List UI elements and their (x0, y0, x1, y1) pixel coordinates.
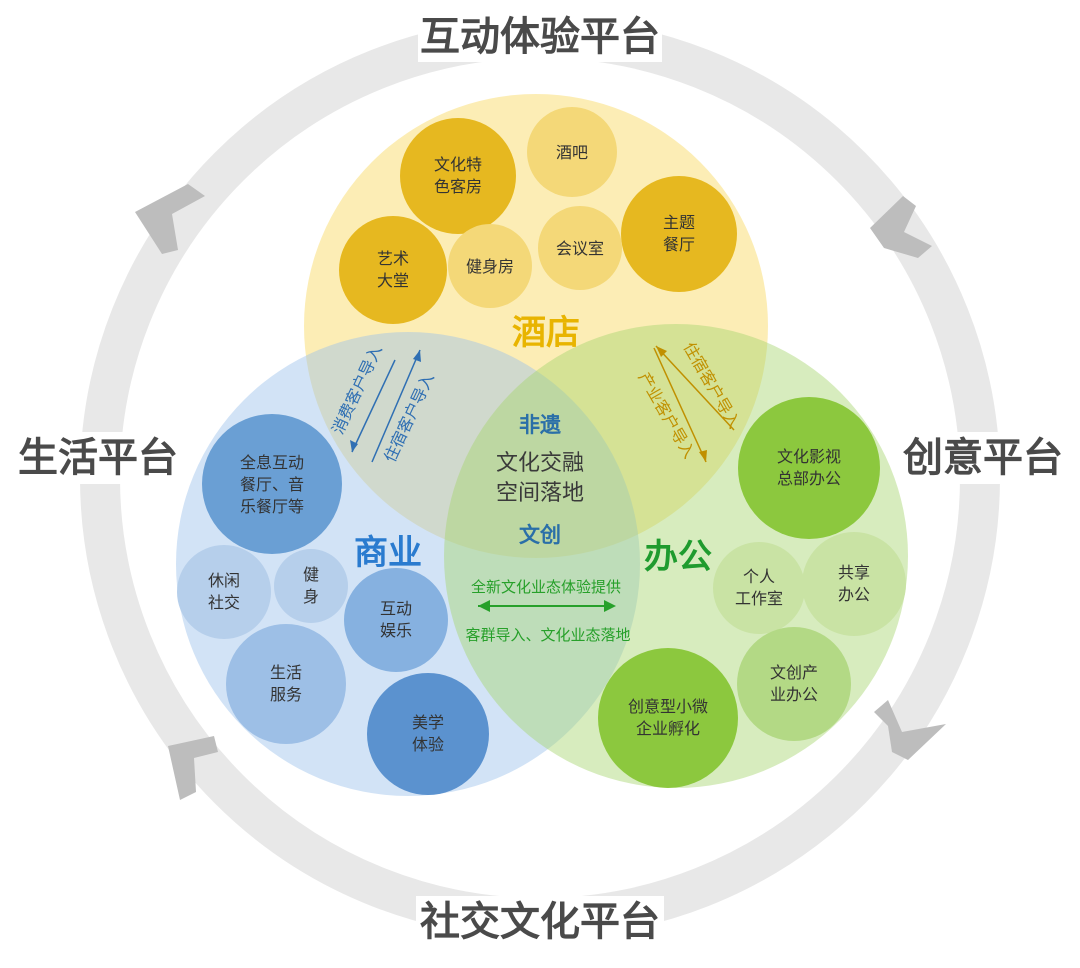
bubble-gym: 健身房 (448, 224, 532, 308)
svg-text:创意型小微: 创意型小微 (628, 697, 708, 716)
hotel-label: 酒店 (512, 313, 580, 353)
bubble-hotel-room: 文化特 色客房 (400, 118, 516, 234)
center-line-2: 空间落地 (496, 481, 584, 506)
svg-text:总部办公: 总部办公 (777, 469, 841, 488)
svg-text:业办公: 业办公 (770, 685, 818, 704)
svg-text:休闲: 休闲 (208, 571, 240, 590)
svg-text:艺术: 艺术 (377, 249, 409, 268)
svg-text:企业孵化: 企业孵化 (636, 719, 700, 738)
svg-text:文创产: 文创产 (770, 663, 818, 682)
bottom-flow: 全新文化业态体验提供 客群导入、文化业态落地 (465, 578, 630, 644)
svg-text:大堂: 大堂 (377, 271, 409, 290)
bubble-leisure: 休闲 社交 (177, 545, 271, 639)
svg-text:健: 健 (303, 565, 319, 584)
platform-right-label: 创意平台 (903, 435, 1063, 481)
platform-top-bg (418, 12, 662, 62)
svg-text:美学: 美学 (412, 713, 444, 732)
svg-text:色客房: 色客房 (434, 177, 482, 196)
chevron-up-right-icon (135, 184, 205, 254)
chevron-down-right-icon (870, 196, 932, 258)
platform-right-bg (902, 432, 1062, 484)
bubble-dining: 全息互动 餐厅、音 乐餐厅等 (202, 414, 342, 554)
svg-text:互动: 互动 (380, 599, 412, 618)
bubble-shared-office: 共享 办公 (802, 532, 906, 636)
svg-text:会议室: 会议室 (556, 239, 604, 258)
bubble-art-hall: 艺术 大堂 (339, 216, 447, 324)
bubble-theme-restaurant: 主题 餐厅 (621, 176, 737, 292)
chevron-down-left-icon (874, 700, 946, 760)
commerce-label: 商业 (354, 533, 422, 573)
svg-text:文化特: 文化特 (434, 155, 482, 174)
bubble-life-service: 生活 服务 (226, 624, 346, 744)
platform-left-label: 生活平台 (18, 435, 178, 481)
svg-text:娱乐: 娱乐 (380, 621, 412, 640)
bubble-studio: 个人 工作室 (713, 542, 805, 634)
bubble-meeting-room: 会议室 (538, 206, 622, 290)
bubble-creative-office: 文创产 业办公 (737, 627, 851, 741)
platform-bottom-bg (416, 896, 664, 948)
svg-text:社交: 社交 (208, 593, 240, 612)
svg-text:个人: 个人 (743, 567, 775, 586)
svg-text:全息互动: 全息互动 (240, 453, 304, 472)
center-creative: 文创 (519, 523, 561, 547)
platform-bottom-label: 社交文化平台 (420, 899, 660, 945)
bubble-entertainment: 互动 娱乐 (344, 568, 448, 672)
platform-left-bg (18, 432, 178, 484)
center-line-1: 文化交融 (496, 451, 584, 476)
office-label: 办公 (644, 537, 712, 577)
svg-text:办公: 办公 (838, 585, 870, 604)
chevron-up-left-icon (168, 736, 218, 800)
svg-text:餐厅、音: 餐厅、音 (240, 475, 304, 494)
svg-text:健身房: 健身房 (466, 257, 514, 276)
flow-bottom-top: 全新文化业态体验提供 (471, 578, 621, 596)
svg-text:乐餐厅等: 乐餐厅等 (240, 497, 304, 516)
svg-text:体验: 体验 (412, 735, 444, 754)
svg-text:工作室: 工作室 (735, 589, 783, 608)
bubble-fitness: 健 身 (274, 549, 348, 623)
svg-text:酒吧: 酒吧 (556, 143, 588, 162)
svg-text:餐厅: 餐厅 (663, 235, 695, 254)
svg-text:身: 身 (303, 587, 319, 606)
bubble-incubation: 创意型小微 企业孵化 (598, 648, 738, 788)
svg-text:生活: 生活 (270, 663, 302, 682)
svg-text:服务: 服务 (270, 685, 302, 704)
svg-text:主题: 主题 (663, 213, 695, 232)
flow-bottom-bottom: 客群导入、文化业态落地 (465, 626, 630, 644)
svg-text:共享: 共享 (838, 563, 870, 582)
svg-text:文化影视: 文化影视 (777, 447, 841, 466)
bubble-film-office: 文化影视 总部办公 (738, 397, 880, 539)
platform-top-label: 互动体验平台 (420, 14, 660, 60)
bubble-bar: 酒吧 (527, 107, 617, 197)
bubble-aesthetics: 美学 体验 (367, 673, 489, 795)
center-heritage: 非遗 (519, 413, 561, 437)
